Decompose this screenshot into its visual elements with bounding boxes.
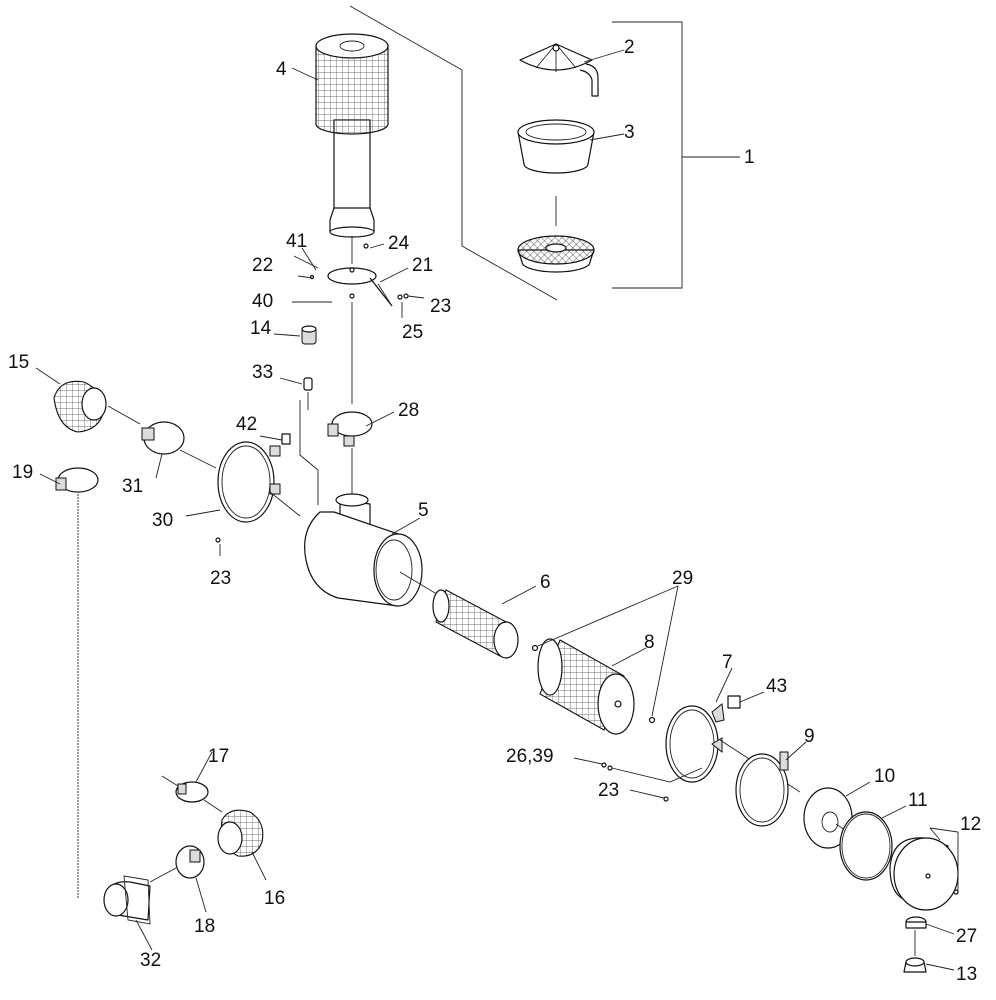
callout-1: 1 [744, 147, 755, 168]
part-29-screws [531, 644, 656, 724]
callout-8: 8 [644, 632, 655, 653]
part-32-adapter [103, 875, 151, 925]
part-17-clamp [161, 775, 223, 813]
callout-4: 4 [276, 59, 287, 80]
part-28-clamp [327, 411, 373, 494]
callout-7: 7 [722, 652, 733, 673]
part-5-housing [304, 493, 441, 607]
callout-11: 11 [908, 790, 928, 811]
callout-26-39: 26,39 [506, 746, 554, 767]
callout-2: 2 [624, 37, 635, 58]
callout-27: 27 [956, 926, 977, 947]
callout-29: 29 [672, 568, 693, 589]
leader-lines [35, 49, 959, 971]
callout-31: 31 [122, 476, 143, 497]
callout-28: 28 [398, 400, 419, 421]
callout-15: 15 [8, 352, 29, 373]
part-7-frame [665, 695, 801, 793]
callout-21: 21 [412, 255, 433, 276]
part-2-cap [519, 43, 599, 97]
callout-9: 9 [804, 726, 815, 747]
part-16-elbow [217, 809, 264, 857]
callout-30: 30 [152, 510, 173, 531]
part-11-gasket [839, 811, 893, 881]
callout-43: 43 [766, 676, 787, 697]
part-33-valve [299, 377, 319, 505]
part-8-main-filter [537, 638, 635, 735]
callout-10: 10 [874, 766, 895, 787]
callout-16: 16 [264, 888, 285, 909]
callout-19: 19 [12, 462, 33, 483]
part-26-39-screws [601, 762, 703, 802]
callout-13: 13 [956, 964, 977, 985]
part-14-cap [301, 325, 317, 345]
callout-5: 5 [418, 500, 429, 521]
callout-40: 40 [252, 291, 273, 312]
part-15-elbow [53, 380, 141, 433]
callout-labels: 4 2 3 1 41 24 22 21 40 23 25 14 33 15 42… [8, 37, 981, 985]
part-31-clamp [141, 421, 217, 469]
part-27-clamp [905, 916, 927, 929]
callout-14: 14 [250, 318, 272, 339]
callout-18: 18 [194, 916, 215, 937]
callout-12: 12 [960, 814, 981, 835]
callout-32: 32 [140, 950, 161, 971]
part-1-bracket [349, 5, 740, 301]
part-12-end-cover [889, 837, 959, 911]
callout-25: 25 [402, 322, 423, 343]
callout-41: 41 [286, 231, 307, 252]
part-4-prescreen [315, 33, 389, 238]
callout-42: 42 [236, 414, 257, 435]
part-18-clamp [149, 845, 205, 883]
callout-24: 24 [388, 233, 410, 254]
part-19-clamp [55, 467, 99, 898]
callout-22: 22 [252, 255, 273, 276]
part-1-bowl [517, 196, 595, 273]
part-30-flange [215, 433, 301, 543]
part-13-valve [903, 930, 927, 973]
callout-23-lower: 23 [598, 780, 619, 801]
upper-clamp [309, 236, 409, 404]
callout-17: 17 [208, 746, 229, 767]
part-6-inner-filter [432, 589, 519, 659]
part-9-clamp-ring [735, 751, 789, 827]
callout-23-upper: 23 [430, 296, 451, 317]
part-3-ring [517, 119, 595, 174]
callout-6: 6 [540, 572, 551, 593]
callout-33: 33 [252, 362, 273, 383]
callout-3: 3 [624, 122, 635, 143]
callout-23-left: 23 [210, 568, 231, 589]
